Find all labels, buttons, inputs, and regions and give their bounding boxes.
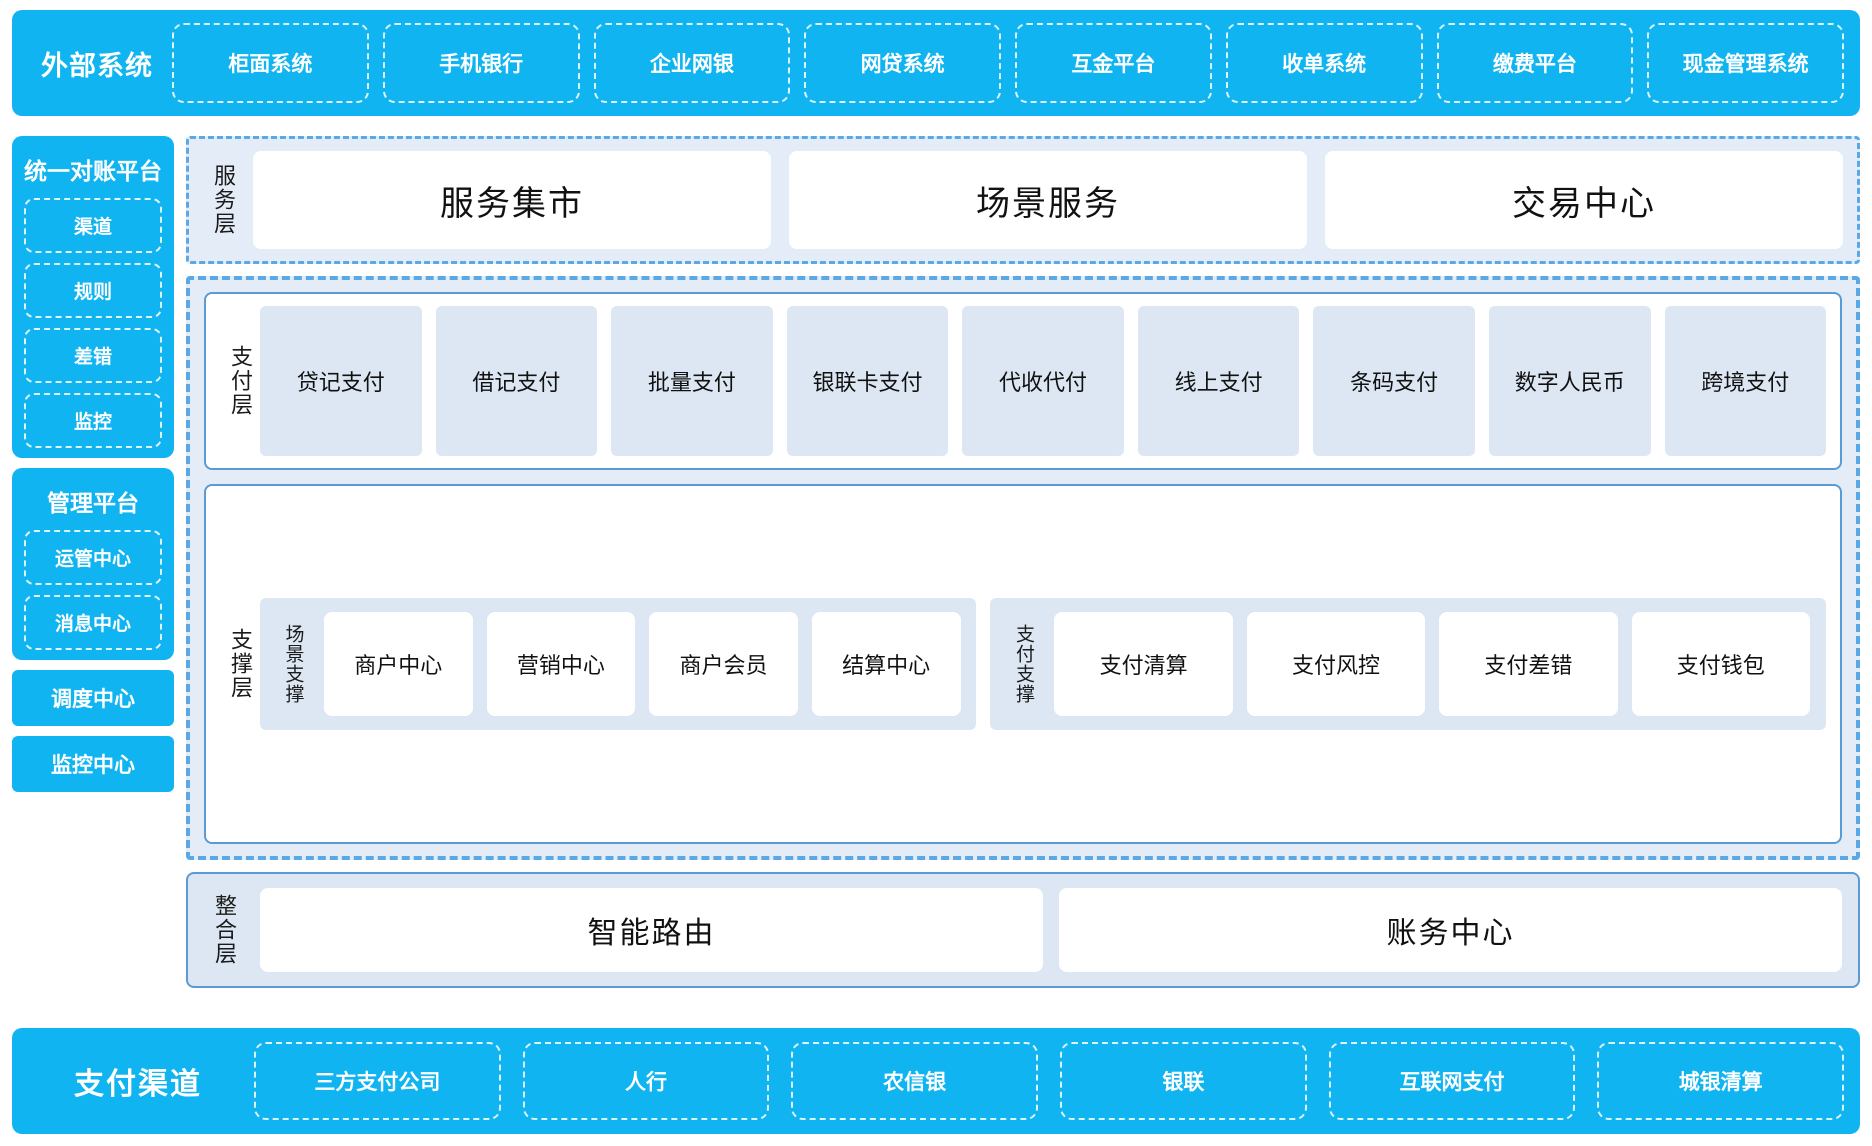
payment-channel-chip[interactable]: 人行 xyxy=(522,1042,770,1120)
payment-tile[interactable]: 批量支付 xyxy=(611,306,773,456)
scheduling-center-card[interactable]: 调度中心 xyxy=(12,670,174,726)
external-system-chip[interactable]: 现金管理系统 xyxy=(1647,23,1844,103)
payment-channel-chip[interactable]: 农信银 xyxy=(791,1042,1039,1120)
payment-tile[interactable]: 线上支付 xyxy=(1137,306,1300,456)
reconciliation-item-error[interactable]: 差错 xyxy=(24,328,162,383)
layer-stack: 服务层 服务集市 场景服务 交易中心 支付层 贷记支付 借记支付 批量支付 银联… xyxy=(186,136,1860,988)
external-system-chip[interactable]: 缴费平台 xyxy=(1436,23,1634,103)
support-tile-payment-risk[interactable]: 支付风控 xyxy=(1246,612,1426,716)
payment-channel-chip[interactable]: 城银清算 xyxy=(1597,1042,1845,1120)
management-item-operations-center[interactable]: 运管中心 xyxy=(24,530,162,585)
external-system-chip[interactable]: 手机银行 xyxy=(382,23,580,103)
payment-tile[interactable]: 跨境支付 xyxy=(1664,306,1827,456)
external-system-chip[interactable]: 企业网银 xyxy=(593,23,791,103)
payment-layer-panel: 支付层 贷记支付 借记支付 批量支付 银联卡支付 代收代付 线上支付 条码支付 … xyxy=(204,292,1842,470)
reconciliation-item-rule[interactable]: 规则 xyxy=(24,263,162,318)
service-tile-market[interactable]: 服务集市 xyxy=(253,151,771,249)
integration-layer-panel: 整合层 智能路由 账务中心 xyxy=(186,872,1860,988)
payment-layer-label: 支付层 xyxy=(228,345,253,417)
external-systems-band: 外部系统 柜面系统 手机银行 企业网银 网贷系统 互金平台 收单系统 缴费平台 … xyxy=(12,10,1860,116)
payment-channels-title: 支付渠道 xyxy=(74,1068,202,1101)
support-tile-marketing-center[interactable]: 营销中心 xyxy=(486,612,636,716)
payment-tile[interactable]: 借记支付 xyxy=(435,306,598,456)
payment-tile[interactable]: 银联卡支付 xyxy=(786,306,949,456)
management-item-message-center[interactable]: 消息中心 xyxy=(24,595,162,650)
service-layer-tiles: 服务集市 场景服务 交易中心 xyxy=(253,151,1843,249)
payment-channels-items: 三方支付公司 人行 农信银 银联 互联网支付 城银清算 xyxy=(254,1042,1845,1120)
support-tile-settlement-center[interactable]: 结算中心 xyxy=(811,612,961,716)
management-platform-card: 管理平台 运管中心 消息中心 xyxy=(12,468,174,660)
reconciliation-platform-title: 统一对账平台 xyxy=(24,158,162,184)
support-tile-merchant-member[interactable]: 商户会员 xyxy=(649,612,798,716)
support-layer-groups: 场景支撑 商户中心 营销中心 商户会员 结算中心 支付支撑 支付清算 支付风控 … xyxy=(260,498,1826,830)
payment-channels-band: 支付渠道 三方支付公司 人行 农信银 银联 互联网支付 城银清算 xyxy=(12,1028,1860,1134)
payment-channel-chip[interactable]: 银联 xyxy=(1060,1042,1307,1120)
support-layer-panel: 支撑层 场景支撑 商户中心 营销中心 商户会员 结算中心 支付支撑 支付清算 xyxy=(204,484,1842,844)
payment-support-container: 支付层 贷记支付 借记支付 批量支付 银联卡支付 代收代付 线上支付 条码支付 … xyxy=(186,276,1860,860)
management-platform-title: 管理平台 xyxy=(47,490,139,516)
payment-layer-tiles: 贷记支付 借记支付 批量支付 银联卡支付 代收代付 线上支付 条码支付 数字人民… xyxy=(260,306,1827,456)
service-tile-transaction-center[interactable]: 交易中心 xyxy=(1325,151,1843,249)
external-system-chip[interactable]: 互金平台 xyxy=(1015,23,1212,103)
monitoring-center-card[interactable]: 监控中心 xyxy=(12,736,174,792)
payment-tile[interactable]: 数字人民币 xyxy=(1488,306,1651,456)
reconciliation-item-channel[interactable]: 渠道 xyxy=(24,198,162,253)
integration-layer-label: 整合层 xyxy=(212,894,237,966)
external-system-chip[interactable]: 网贷系统 xyxy=(804,23,1001,103)
integration-tile-accounting-center[interactable]: 账务中心 xyxy=(1059,888,1842,972)
payment-channel-chip[interactable]: 互联网支付 xyxy=(1328,1042,1576,1120)
payment-tile[interactable]: 贷记支付 xyxy=(260,306,422,456)
support-group-scene: 场景支撑 商户中心 营销中心 商户会员 结算中心 xyxy=(260,598,977,730)
service-layer-container: 服务层 服务集市 场景服务 交易中心 xyxy=(186,136,1860,264)
payment-tile[interactable]: 代收代付 xyxy=(962,306,1124,456)
payment-channel-chip[interactable]: 三方支付公司 xyxy=(254,1042,501,1120)
external-systems-title: 外部系统 xyxy=(41,50,153,81)
support-group-scene-label: 场景支撑 xyxy=(282,624,304,704)
service-tile-scenario[interactable]: 场景服务 xyxy=(789,151,1307,249)
payment-tile[interactable]: 条码支付 xyxy=(1313,306,1475,456)
service-layer-label: 服务层 xyxy=(211,164,236,236)
support-group-payment-label: 支付支撑 xyxy=(1012,624,1034,704)
external-system-chip[interactable]: 收单系统 xyxy=(1225,23,1423,103)
support-tile-payment-wallet[interactable]: 支付钱包 xyxy=(1631,612,1810,716)
support-group-payment: 支付支撑 支付清算 支付风控 支付差错 支付钱包 xyxy=(990,598,1826,730)
support-tile-merchant-center[interactable]: 商户中心 xyxy=(324,612,473,716)
external-system-chip[interactable]: 柜面系统 xyxy=(172,23,369,103)
middle-region: 统一对账平台 渠道 规则 差错 监控 管理平台 运管中心 消息中心 调度中心 监… xyxy=(12,136,1860,988)
external-systems-items: 柜面系统 手机银行 企业网银 网贷系统 互金平台 收单系统 缴费平台 现金管理系… xyxy=(172,23,1844,103)
support-tile-payment-clearing[interactable]: 支付清算 xyxy=(1054,612,1233,716)
support-layer-label: 支撑层 xyxy=(228,628,253,700)
left-rail: 统一对账平台 渠道 规则 差错 监控 管理平台 运管中心 消息中心 调度中心 监… xyxy=(12,136,174,988)
reconciliation-platform-card: 统一对账平台 渠道 规则 差错 监控 xyxy=(12,136,174,458)
integration-tile-smart-routing[interactable]: 智能路由 xyxy=(260,888,1043,972)
support-tile-payment-error[interactable]: 支付差错 xyxy=(1439,612,1618,716)
reconciliation-item-monitor[interactable]: 监控 xyxy=(24,393,162,448)
